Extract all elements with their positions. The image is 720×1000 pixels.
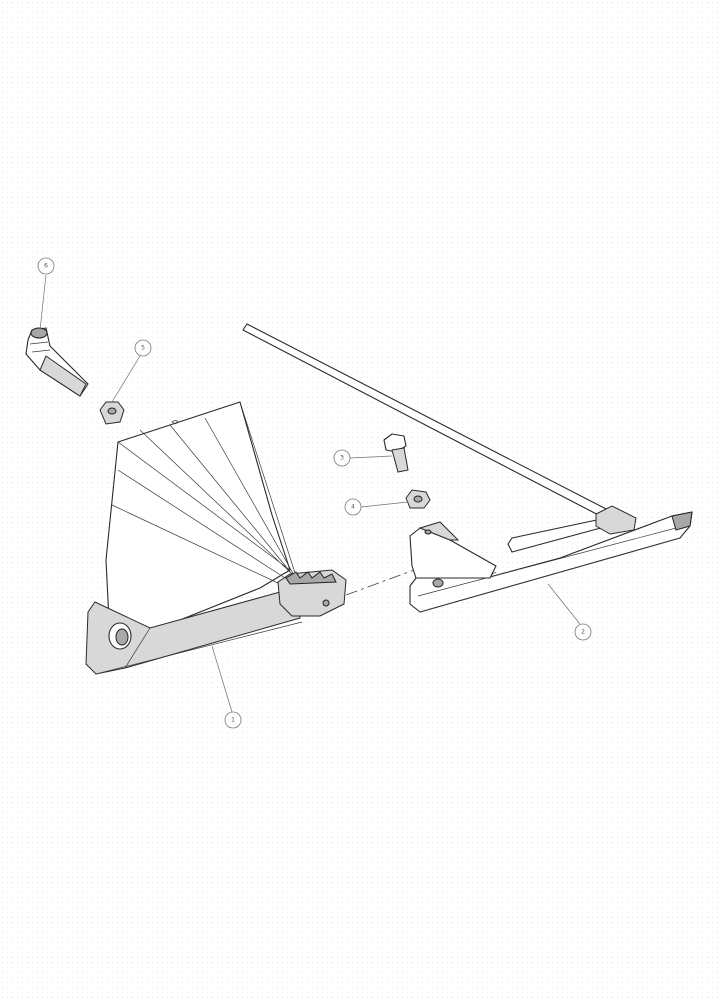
rail-bracket-hole [432, 578, 444, 588]
bolt-head [383, 433, 407, 453]
leader-item-3 [349, 455, 393, 459]
guard-mount-teeth [285, 571, 337, 585]
guard-cone-body [105, 401, 291, 641]
part-5-hex-nut [99, 401, 125, 425]
assembly-center-line [345, 569, 415, 596]
leader-lines [39, 274, 581, 713]
leader-item-5 [111, 355, 141, 403]
guard-base-arm-edge [95, 621, 303, 675]
leader-item-4 [360, 501, 409, 508]
long-rod [242, 323, 613, 521]
leader-item-1 [211, 645, 233, 713]
guard-arm-hole-inner [115, 628, 129, 646]
rail-top-hole [424, 529, 432, 535]
part-4-small-nut [405, 489, 431, 509]
callout-item-1: 1 [224, 711, 242, 729]
callout-item-2: 2 [574, 623, 592, 641]
guard-cone-shading-lines [111, 401, 297, 585]
callout-label-1: 1 [231, 717, 235, 724]
hex-nut-hole [107, 407, 117, 415]
elbow-top-cap [30, 327, 48, 339]
guard-mount-bolt-hole [322, 599, 330, 607]
bolt-shank [391, 447, 409, 473]
part-6-elbow-fitting [25, 327, 89, 397]
callout-label-2: 2 [581, 629, 585, 636]
part-2-rail-assembly [242, 323, 693, 613]
rail-clamp-block [595, 505, 637, 535]
guard-slot [171, 420, 179, 424]
part-3-bolt [383, 433, 409, 473]
callout-item-5: 5 [134, 339, 152, 357]
part-1-guard-assembly [85, 401, 347, 675]
callout-item-3: 3 [333, 449, 351, 467]
callout-item-6: 6 [37, 257, 55, 275]
leader-item-2 [547, 583, 581, 625]
elbow-hex-detail [29, 341, 51, 353]
rail-end-cap [671, 511, 693, 531]
elbow-tube [39, 355, 87, 397]
callout-label-4: 4 [351, 504, 355, 511]
callout-label-6: 6 [44, 263, 48, 270]
small-nut-hole [413, 495, 423, 503]
callout-item-4: 4 [344, 498, 362, 516]
callout-label-3: 3 [340, 455, 344, 462]
rail-bracket-face [418, 521, 460, 541]
callout-label-5: 5 [141, 345, 145, 352]
leader-item-6 [39, 274, 47, 331]
